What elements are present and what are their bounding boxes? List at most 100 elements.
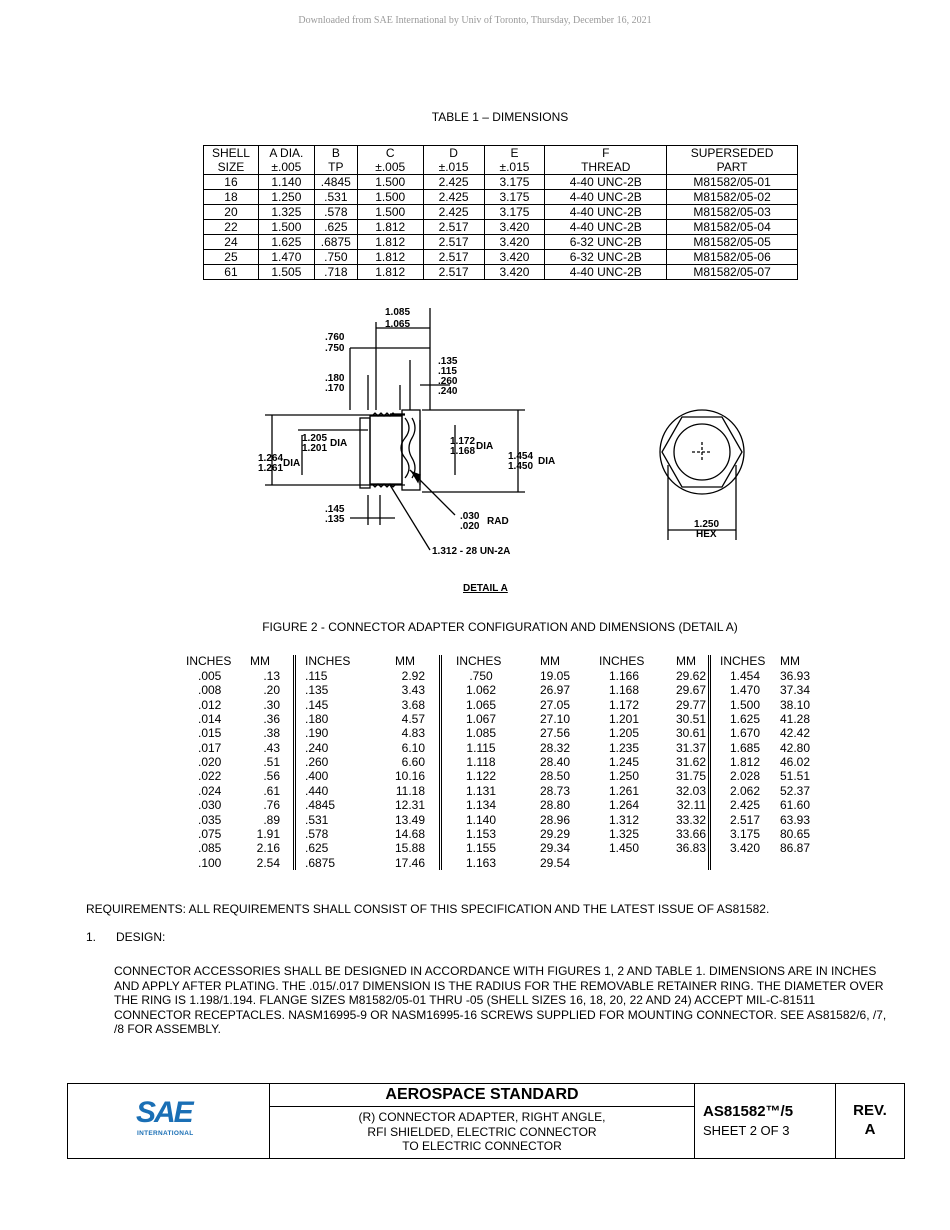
table-cell: 2.425 bbox=[422, 174, 485, 190]
conversion-inches: 2.062 bbox=[729, 783, 761, 798]
table-cell: 1.812 bbox=[356, 264, 424, 280]
conversion-inches: 1.454 bbox=[729, 669, 761, 683]
conversion-mm: 32.03 bbox=[675, 783, 706, 798]
table-cell: 6-32 UNC-2B bbox=[544, 249, 668, 265]
conversion-inches: 1.115 bbox=[466, 740, 496, 755]
conversion-mm: 33.66 bbox=[675, 826, 706, 841]
table-cell: 20 bbox=[203, 204, 259, 220]
conversion-mm: 4.57 bbox=[401, 712, 425, 727]
conversion-mm: .20 bbox=[263, 683, 280, 698]
conversion-mm: .30 bbox=[263, 697, 280, 712]
dim-b1b: .135 bbox=[325, 514, 345, 525]
conversion-inches: 1.140 bbox=[465, 812, 497, 827]
dim-dia3a: 1.172 bbox=[450, 436, 475, 447]
dim-l1b: .750 bbox=[325, 343, 345, 354]
conversion-inches: 1.131 bbox=[465, 783, 497, 798]
conversion-inches: 1.065 bbox=[465, 697, 497, 712]
dim-dia4-word: DIA bbox=[538, 456, 555, 467]
conversion-inches: 1.168 bbox=[608, 683, 640, 698]
conversion-mm: 30.51 bbox=[675, 712, 706, 727]
dim-r1c: .260 bbox=[438, 376, 458, 387]
dim-dia2b: 1.261 bbox=[258, 463, 283, 474]
table-cell: M81582/05-05 bbox=[666, 234, 798, 250]
table-cell: 22 bbox=[203, 219, 259, 235]
table-cell: 16 bbox=[203, 174, 259, 190]
dim-l2a: .180 bbox=[325, 373, 345, 384]
dim-hex-val: 1.250 bbox=[694, 519, 719, 530]
conversion-mm: 29.67 bbox=[675, 683, 706, 698]
table-cell: 3.175 bbox=[483, 204, 546, 220]
conversion-inches: 1.166 bbox=[608, 669, 640, 683]
aerospace-standard-heading: AEROSPACE STANDARD bbox=[270, 1084, 694, 1107]
conversion-inches: 3.175 bbox=[729, 826, 761, 841]
table-cell: M81582/05-06 bbox=[666, 249, 798, 265]
conversion-mm: 29.34 bbox=[539, 841, 570, 856]
conversion-mm: 12.31 bbox=[394, 798, 425, 813]
table-cell: 1.505 bbox=[257, 264, 315, 280]
dim-dia1b: 1.201 bbox=[302, 443, 327, 454]
dim-dia3b: 1.168 bbox=[450, 446, 475, 457]
conversion-inches: 2.517 bbox=[729, 812, 761, 827]
conversion-mm: 32.11 bbox=[676, 798, 706, 813]
conversion-inches: 1.250 bbox=[608, 769, 640, 784]
col-header-mm: MM bbox=[780, 654, 800, 668]
conversion-mm: 52.37 bbox=[779, 783, 810, 798]
table-cell: .750 bbox=[313, 249, 358, 265]
dim-dia4a: 1.454 bbox=[508, 451, 533, 462]
dim-dia2-word: DIA bbox=[283, 458, 300, 469]
conversion-mm: 2.16 bbox=[256, 841, 280, 856]
detail-a-label: DETAIL A bbox=[463, 583, 508, 594]
conversion-mm: 42.42 bbox=[779, 726, 810, 741]
conversion-inches: .625 bbox=[305, 841, 329, 856]
conversion-mm: 3.68 bbox=[401, 697, 425, 712]
table-cell: 2.425 bbox=[422, 204, 485, 220]
conversion-inches: 1.235 bbox=[608, 740, 640, 755]
conversion-mm: 29.54 bbox=[539, 855, 570, 870]
conversion-mm: 86.87 bbox=[779, 841, 810, 856]
dim-dia4b: 1.450 bbox=[508, 461, 533, 472]
table-cell: 24 bbox=[203, 234, 259, 250]
conversion-mm: 17.46 bbox=[394, 855, 425, 870]
detail-a-drawing: 1.085 1.065 .760 .750 .180 .170 .135 .11… bbox=[258, 307, 745, 594]
conversion-inches: 1.153 bbox=[465, 826, 497, 841]
dim-dia3-word: DIA bbox=[476, 441, 493, 452]
conversion-mm: .56 bbox=[263, 769, 280, 784]
table-cell: 4-40 UNC-2B bbox=[544, 174, 668, 190]
title-cell: AEROSPACE STANDARD (R) CONNECTOR ADAPTER… bbox=[270, 1084, 695, 1158]
dim-hex-word: HEX bbox=[696, 529, 717, 540]
design-number: 1. bbox=[86, 930, 97, 944]
conversion-inches: .115 bbox=[305, 669, 328, 683]
table-cell: 1.500 bbox=[356, 204, 424, 220]
col-header-mm: MM bbox=[676, 654, 696, 668]
conversion-mm: 27.56 bbox=[539, 726, 570, 741]
conversion-inches: 1.812 bbox=[729, 755, 761, 770]
conversion-mm: 28.50 bbox=[539, 769, 570, 784]
col-header-inches: INCHES bbox=[599, 654, 645, 668]
dim-b1a: .145 bbox=[325, 504, 345, 515]
table-cell: .4845 bbox=[313, 174, 358, 190]
conversion-inches: 1.500 bbox=[729, 697, 761, 712]
conversion-mm: 26.97 bbox=[539, 683, 570, 698]
conversion-mm: 13.49 bbox=[394, 812, 425, 827]
table-cell: 3.420 bbox=[483, 264, 546, 280]
sae-logo-sub: INTERNATIONAL bbox=[137, 1130, 194, 1137]
conversion-inches: 1.670 bbox=[729, 726, 761, 741]
conversion-mm: 27.05 bbox=[539, 697, 570, 712]
table-cell: M81582/05-03 bbox=[666, 204, 798, 220]
table-cell: 2.517 bbox=[422, 219, 485, 235]
conversion-mm: 19.05 bbox=[539, 669, 570, 683]
conversion-inches: .145 bbox=[305, 697, 329, 712]
conversion-mm: 4.83 bbox=[401, 726, 425, 741]
conversion-inches: .4845 bbox=[305, 798, 336, 813]
conversion-mm: 2.54 bbox=[256, 855, 280, 870]
table-cell: 2.517 bbox=[422, 264, 485, 280]
dim-r1b: .115 bbox=[438, 366, 457, 377]
figure2-caption: FIGURE 2 - CONNECTOR ADAPTER CONFIGURATI… bbox=[262, 620, 738, 634]
dim-r1d: .240 bbox=[438, 386, 458, 397]
col-header-inches: INCHES bbox=[305, 654, 351, 668]
conversion-mm: .76 bbox=[263, 798, 280, 813]
conversion-inches: 1.625 bbox=[729, 712, 761, 727]
